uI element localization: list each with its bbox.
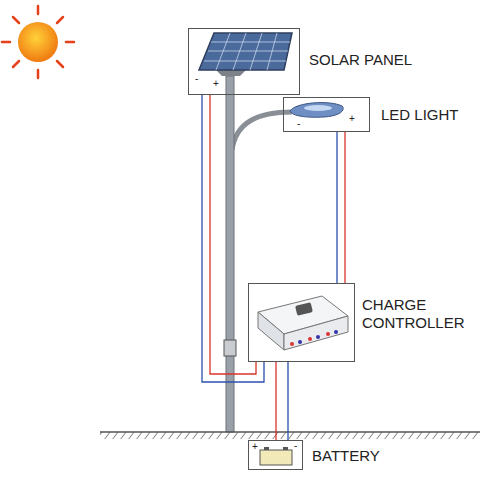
wire-line bbox=[202, 95, 264, 382]
terminal-sign: - bbox=[294, 441, 297, 451]
battery-picture bbox=[260, 447, 292, 465]
terminal-sign: - bbox=[297, 119, 300, 129]
component-label: SOLAR PANEL bbox=[309, 51, 412, 69]
component-box: CHARGE CONTROLLER bbox=[248, 283, 355, 362]
wire bbox=[276, 362, 288, 440]
wire bbox=[337, 132, 345, 283]
terminal-sign: - bbox=[195, 74, 198, 84]
wire-line bbox=[210, 95, 256, 374]
component-box: LED LIGHT bbox=[283, 97, 370, 132]
component-box: SOLAR PANEL bbox=[188, 28, 300, 95]
wire-line bbox=[336, 132, 337, 283]
wire bbox=[202, 95, 264, 382]
pole bbox=[216, 70, 292, 432]
component-label: LED LIGHT bbox=[381, 106, 459, 124]
sun bbox=[2, 6, 74, 78]
terminal-sign: + bbox=[213, 79, 219, 89]
ground bbox=[100, 432, 480, 439]
component-label: BATTERY bbox=[312, 447, 380, 465]
solar-panel-picture bbox=[199, 33, 292, 70]
terminal-sign: + bbox=[252, 442, 258, 452]
wire-line bbox=[344, 132, 345, 283]
led-lamp-picture bbox=[290, 103, 343, 118]
terminal-sign: + bbox=[349, 114, 355, 124]
charge-controller-picture bbox=[258, 296, 348, 350]
component-label: CHARGE CONTROLLER bbox=[362, 296, 487, 332]
wire-line bbox=[275, 362, 276, 440]
wire-line bbox=[287, 362, 288, 440]
